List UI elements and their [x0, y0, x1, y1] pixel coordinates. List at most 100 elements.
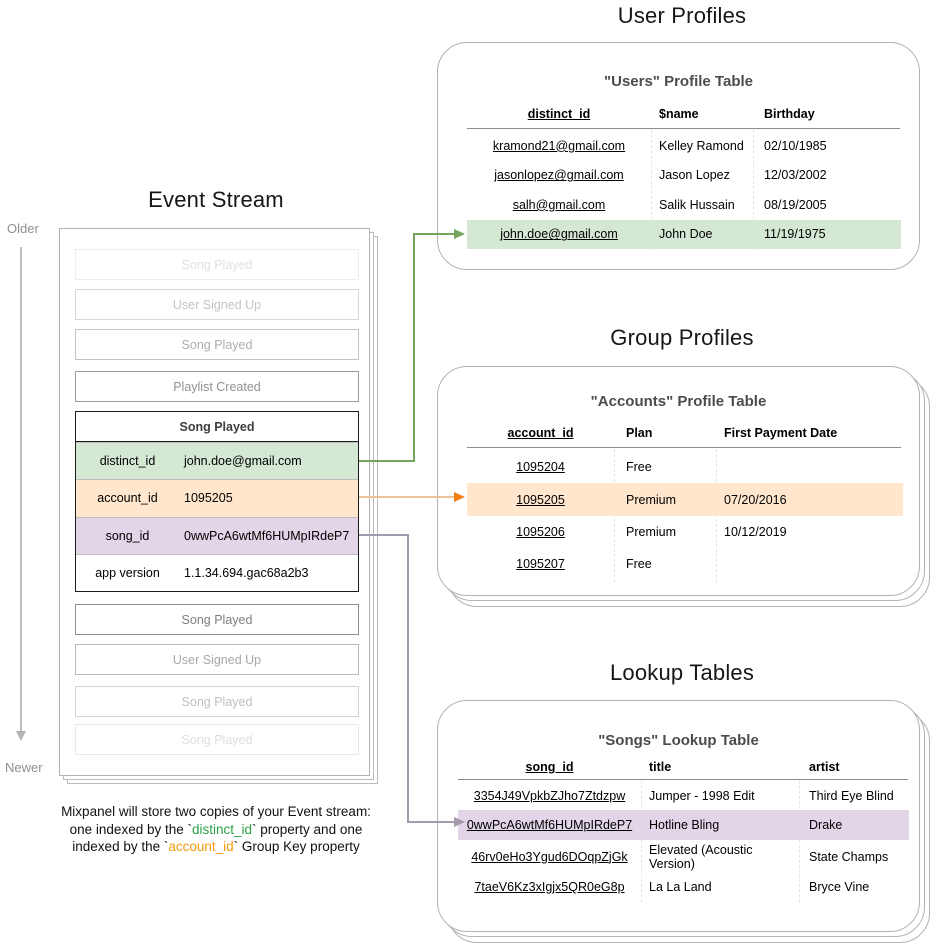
lookup-tables-title: Lookup Tables: [609, 660, 755, 685]
newer-label: Newer: [5, 760, 43, 775]
song-id-connector-line: [407, 534, 409, 823]
property-value: 1.1.34.694.gac68a2b3: [184, 566, 309, 581]
property-key: app version: [95, 566, 160, 581]
cell-song-id: 7taeV6Kz3xIgjx5QR0eG8p: [474, 880, 625, 894]
event-box-faded: Song Played: [75, 249, 359, 280]
column-header-distinct-id: distinct_id: [527, 107, 591, 121]
header-rule: [467, 447, 901, 448]
table-row: 1095207 Free: [467, 548, 903, 580]
column-header-first-payment-date: First Payment Date: [724, 426, 838, 440]
cell-birthday: 08/19/2005: [764, 197, 827, 212]
table-row-highlighted: 0wwPcA6wtMf6HUMpIRdeP7 Hotline Bling Dra…: [458, 810, 909, 840]
cell-birthday: 02/10/1985: [764, 138, 827, 153]
header-rule: [458, 779, 908, 780]
cell-first-payment-date: 10/12/2019: [724, 525, 787, 539]
accounts-table-title: "Accounts" Profile Table: [590, 393, 767, 410]
songs-table-title: "Songs" Lookup Table: [598, 732, 759, 749]
table-row: jasonlopez@gmail.com Jason Lopez 12/03/2…: [467, 161, 901, 191]
songs-lookup-card: "Songs" Lookup Table song_id title artis…: [437, 700, 920, 932]
property-key: song_id: [105, 528, 150, 543]
account-id-highlight: account_id: [168, 839, 234, 854]
cell-first-payment-date: [716, 548, 903, 580]
songs-table-header: song_id title artist: [458, 758, 909, 776]
table-row: kramond21@gmail.com Kelley Ramond 02/10/…: [467, 131, 901, 161]
cell-plan: Premium: [626, 525, 677, 539]
cell-plan: Premium: [626, 492, 677, 507]
table-row-highlighted: john.doe@gmail.com John Doe 11/19/1975: [467, 219, 901, 249]
column-header-birthday: Birthday: [764, 107, 815, 121]
event-box-faded: Song Played: [75, 724, 359, 755]
table-row: 1095206 Premium 10/12/2019: [467, 516, 903, 548]
users-table-title: "Users" Profile Table: [604, 73, 753, 90]
accounts-profile-card: "Accounts" Profile Table account_id Plan…: [437, 366, 920, 596]
column-header-song-id: song_id: [525, 760, 574, 774]
distinct-id-connector-line: [359, 460, 415, 462]
cell-birthday: 12/03/2002: [764, 168, 827, 183]
event-stream-container: Song Played User Signed Up Song Played P…: [59, 228, 370, 776]
column-header-account-id: account_id: [507, 426, 574, 440]
cell-name: Jason Lopez: [659, 168, 730, 183]
cell-artist: Third Eye Blind: [809, 789, 894, 803]
cell-title: Jumper - 1998 Edit: [649, 789, 755, 803]
event-stream-title: Event Stream: [148, 187, 284, 212]
distinct-id-connector-line: [413, 233, 455, 235]
column-header-name: $name: [659, 107, 699, 121]
song-id-connector-line: [407, 821, 455, 823]
column-separator: [753, 130, 754, 250]
table-row: salh@gmail.com Salik Hussain 08/19/2005: [467, 190, 901, 220]
table-row: 3354J49VpkbZJho7Ztdzpw Jumper - 1998 Edi…: [458, 782, 909, 810]
song-id-connector-line: [359, 534, 409, 536]
arrow-right-icon: [454, 229, 465, 239]
cell-birthday: 11/19/1975: [764, 227, 826, 242]
column-header-plan: Plan: [626, 426, 653, 440]
property-value: john.doe@gmail.com: [184, 454, 302, 469]
cell-account-id: 1095207: [516, 557, 565, 571]
table-row: 7taeV6Kz3xIgjx5QR0eG8p La La Land Bryce …: [458, 872, 909, 902]
event-box: Playlist Created: [75, 371, 359, 402]
users-table-header: distinct_id $name Birthday: [467, 105, 901, 123]
caption-line-2: one indexed by the `distinct_id` propert…: [69, 821, 363, 837]
header-rule: [467, 128, 900, 129]
cell-distinct-id: john.doe@gmail.com: [500, 227, 618, 242]
cell-artist: State Champs: [809, 849, 889, 864]
column-separator: [641, 781, 642, 902]
cell-title: Hotline Bling: [649, 818, 720, 832]
column-separator: [799, 781, 800, 902]
cell-distinct-id: salh@gmail.com: [512, 197, 606, 212]
account-id-connector-line: [359, 496, 455, 498]
event-property-row-distinct-id: distinct_id john.doe@gmail.com: [76, 442, 358, 480]
cell-distinct-id: jasonlopez@gmail.com: [494, 168, 624, 183]
cell-song-id: 46rv0eHo3Ygud6DOqpZjGk: [471, 849, 628, 864]
cell-artist: Bryce Vine: [809, 880, 870, 894]
table-row: 1095204 Free: [467, 451, 903, 483]
accounts-table-header: account_id Plan First Payment Date: [467, 424, 903, 442]
column-separator: [651, 130, 652, 250]
cell-first-payment-date: 07/20/2016: [724, 492, 787, 507]
cell-account-id: 1095205: [516, 492, 565, 507]
property-value: 1095205: [184, 491, 233, 506]
table-row-highlighted: 1095205 Premium 07/20/2016: [467, 483, 903, 516]
cell-plan: Free: [626, 557, 652, 571]
arrow-right-icon: [454, 492, 465, 502]
event-box-faded: User Signed Up: [75, 644, 359, 675]
cell-song-id: 0wwPcA6wtMf6HUMpIRdeP7: [466, 818, 633, 832]
event-box-faded: User Signed Up: [75, 289, 359, 320]
cell-title: Elevated (Acoustic Version): [649, 842, 753, 871]
column-header-title: title: [649, 760, 672, 774]
event-box-faded: Song Played: [75, 686, 359, 717]
cell-name: John Doe: [659, 227, 713, 242]
event-property-row-app-version: app version 1.1.34.694.gac68a2b3: [76, 553, 358, 591]
cell-account-id: 1095204: [516, 460, 565, 474]
cell-plan: Free: [626, 460, 652, 474]
users-profile-card: "Users" Profile Table distinct_id $name …: [437, 42, 920, 270]
arrow-right-icon: [454, 817, 465, 827]
group-profiles-title: Group Profiles: [610, 325, 754, 350]
property-key: distinct_id: [99, 454, 156, 469]
song-played-event-card: Song Played distinct_id john.doe@gmail.c…: [75, 411, 359, 592]
column-header-artist: artist: [809, 760, 840, 774]
cell-name: Salik Hussain: [659, 197, 735, 212]
cell-title: La La Land: [649, 880, 712, 894]
event-box: Song Played: [75, 604, 359, 635]
table-row: 46rv0eHo3Ygud6DOqpZjGk Elevated (Acousti…: [458, 841, 909, 872]
